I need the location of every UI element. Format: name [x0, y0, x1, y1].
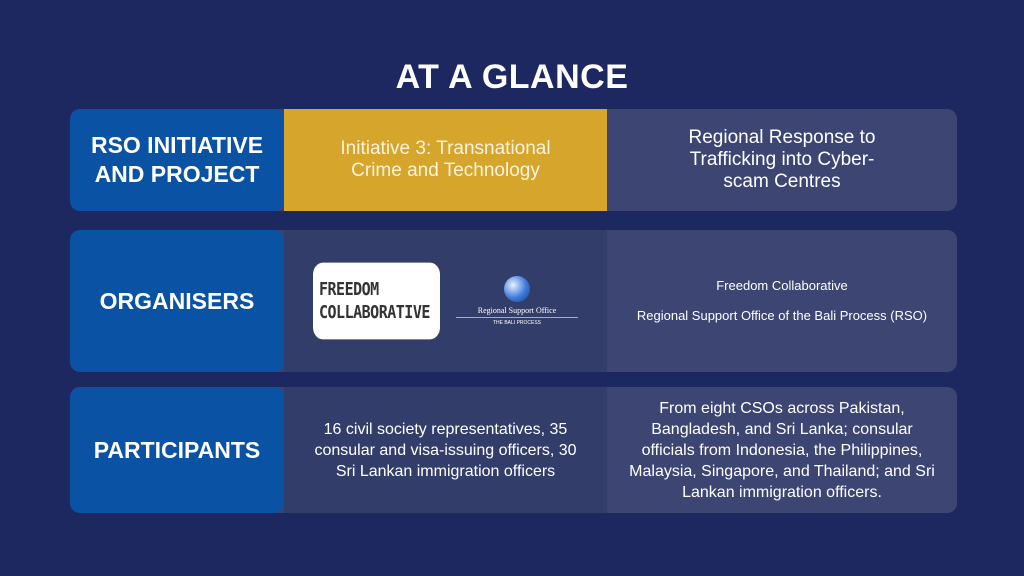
freedom-collaborative-logo: FREEDOM COLLABORATIVE: [313, 262, 440, 340]
initiative-text: Initiative 3: Transnational Crime and Te…: [340, 138, 551, 181]
logo-text: FREEDOM: [319, 278, 379, 300]
organiser-name: Regional Support Office of the Bali Proc…: [636, 308, 928, 323]
logo-text: Regional Support Office: [456, 306, 578, 318]
page-title: AT A GLANCE: [395, 58, 629, 96]
logos-cell: FREEDOM COLLABORATIVE Regional Support O…: [284, 230, 607, 372]
initiative-cell: Initiative 3: Transnational Crime and Te…: [284, 109, 607, 211]
participants-detail-text: From eight CSOs across Pakistan, Banglad…: [629, 399, 935, 501]
row-label: ORGANISERS: [70, 230, 284, 372]
row-label: RSO INITIATIVE AND PROJECT: [70, 109, 284, 211]
project-cell: Regional Response to Trafficking into Cy…: [607, 109, 957, 211]
participants-detail-cell: From eight CSOs across Pakistan, Banglad…: [607, 387, 957, 513]
organisers-cell: Freedom Collaborative Regional Support O…: [607, 230, 957, 372]
participants-count-cell: 16 civil society representatives, 35 con…: [284, 387, 607, 513]
rso-logo: Regional Support Office THE BALI PROCESS: [456, 276, 578, 326]
globe-icon: [504, 276, 530, 302]
participants-count-text: 16 civil society representatives, 35 con…: [314, 420, 577, 480]
project-text: Regional Response to Trafficking into Cy…: [688, 127, 876, 192]
logo-text: COLLABORATIVE: [319, 301, 430, 323]
logo-text: THE BALI PROCESS: [492, 320, 542, 326]
organiser-name: Freedom Collaborative: [716, 278, 848, 293]
row-organisers: ORGANISERS FREEDOM COLLABORATIVE Regiona…: [70, 230, 957, 372]
row-participants: PARTICIPANTS 16 civil society representa…: [70, 387, 957, 513]
row-initiative: RSO INITIATIVE AND PROJECT Initiative 3:…: [70, 109, 957, 211]
row-label: PARTICIPANTS: [70, 387, 284, 513]
